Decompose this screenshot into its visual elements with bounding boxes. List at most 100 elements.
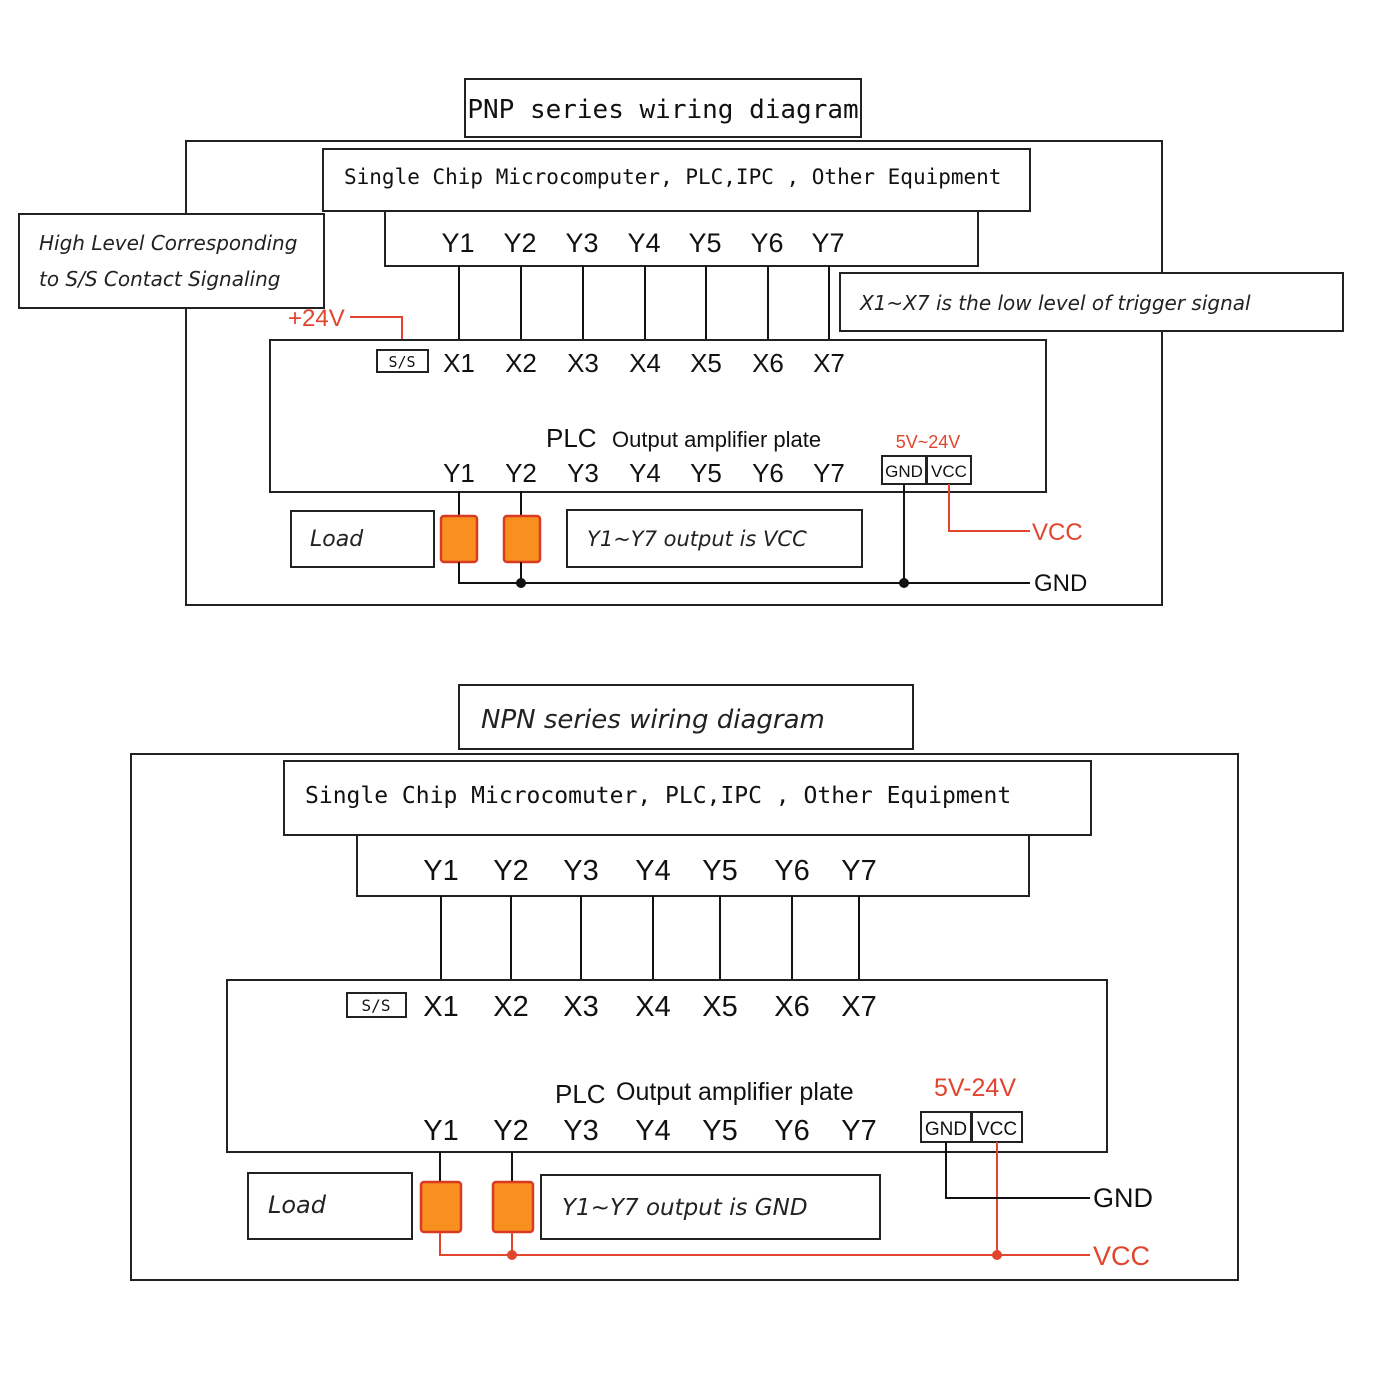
npn-title: NPN series wiring diagram bbox=[481, 705, 825, 735]
npn-gnd-line-label: GND bbox=[1093, 1183, 1153, 1213]
pnp-signal-wires bbox=[458, 266, 830, 341]
pnp-junction-1 bbox=[516, 578, 526, 588]
pnp-input-x1: X1 bbox=[443, 348, 475, 378]
pnp-vcc-wire bbox=[948, 484, 1030, 532]
pnp-trigger-note-box bbox=[839, 272, 1344, 332]
pnp-load-label-box bbox=[290, 510, 435, 568]
npn-output-note: Y1~Y7 output is GND bbox=[562, 1195, 808, 1221]
npn-input-x1: X1 bbox=[423, 991, 458, 1023]
npn-equipment-outputs-box bbox=[356, 834, 1030, 897]
npn-input-x6: X6 bbox=[774, 991, 809, 1023]
pnp-equipment-pin-y1: Y1 bbox=[441, 228, 474, 258]
npn-load-label-box bbox=[247, 1172, 413, 1240]
npn-plate-output-y7: Y7 bbox=[841, 1115, 876, 1147]
pnp-plate-output-y7: Y7 bbox=[813, 458, 845, 488]
pnp-equipment-pin-y2: Y2 bbox=[503, 228, 536, 258]
npn-equipment-pin-y6: Y6 bbox=[774, 855, 809, 887]
npn-input-x2: X2 bbox=[493, 991, 528, 1023]
npn-diagram: NPN series wiring diagram Single Chip Mi… bbox=[130, 684, 1239, 1281]
npn-equipment-label: Single Chip Microcomuter, PLC,IPC , Othe… bbox=[305, 783, 1011, 809]
npn-equipment-pin-y4: Y4 bbox=[635, 855, 670, 887]
pnp-plate-label: Output amplifier plate bbox=[612, 427, 821, 452]
pnp-output-note: Y1~Y7 output is VCC bbox=[587, 527, 807, 551]
npn-plate-output-y3: Y3 bbox=[563, 1115, 598, 1147]
npn-plate-output-y5: Y5 bbox=[702, 1115, 737, 1147]
npn-vcc-line-label: VCC bbox=[1093, 1241, 1150, 1271]
npn-equipment-pin-y7: Y7 bbox=[841, 855, 876, 887]
pnp-equipment-pin-y3: Y3 bbox=[565, 228, 598, 258]
npn-load-2 bbox=[491, 1180, 535, 1234]
npn-gnd-terminal-label: GND bbox=[925, 1119, 967, 1140]
pnp-equipment-box bbox=[322, 148, 1031, 212]
npn-plate-output-y1: Y1 bbox=[423, 1115, 458, 1147]
npn-plc-label: PLC bbox=[555, 1079, 606, 1109]
pnp-equipment-outputs-box bbox=[384, 210, 979, 267]
pnp-equipment-pin-y4: Y4 bbox=[627, 228, 660, 258]
pnp-gnd-line-label: GND bbox=[1034, 570, 1087, 597]
npn-junction-1 bbox=[507, 1250, 517, 1260]
pnp-equipment-output-pins: Y1 Y2 Y3 Y4 Y5 Y6 Y7 bbox=[441, 228, 844, 258]
npn-gnd-wire bbox=[945, 1142, 1090, 1199]
npn-input-x4: X4 bbox=[635, 991, 670, 1023]
pnp-trigger-note: X1~X7 is the low level of trigger signal bbox=[859, 291, 1251, 315]
pnp-output-note-box bbox=[566, 509, 863, 568]
pnp-plate-output-y5: Y5 bbox=[690, 458, 722, 488]
pnp-input-x6: X6 bbox=[752, 348, 784, 378]
pnp-plate-output-pins: Y1 Y2 Y3 Y4 Y5 Y6 Y7 bbox=[443, 458, 845, 488]
npn-equipment-box bbox=[283, 760, 1092, 836]
pnp-input-x2: X2 bbox=[505, 348, 537, 378]
npn-input-x7: X7 bbox=[841, 991, 876, 1023]
npn-junction-2 bbox=[992, 1250, 1002, 1260]
npn-input-pins: X1 X2 X3 X4 X5 X6 X7 bbox=[423, 991, 876, 1023]
npn-input-x3: X3 bbox=[563, 991, 598, 1023]
npn-equipment-pin-y2: Y2 bbox=[493, 855, 528, 887]
pnp-equipment-pin-y7: Y7 bbox=[811, 228, 844, 258]
pnp-equipment-label: Single Chip Microcomputer, PLC,IPC , Oth… bbox=[344, 165, 1001, 189]
npn-load-label: Load bbox=[268, 1191, 327, 1219]
pnp-load-1 bbox=[439, 514, 479, 564]
npn-signal-wires bbox=[440, 896, 860, 981]
npn-equipment-pin-y5: Y5 bbox=[702, 855, 737, 887]
pnp-vcc-line-label: VCC bbox=[1032, 519, 1083, 546]
pnp-high-level-note-line2: to S/S Contact Signaling bbox=[39, 267, 280, 291]
pnp-ss-terminal bbox=[376, 349, 429, 373]
npn-plate-output-y4: Y4 bbox=[635, 1115, 670, 1147]
npn-ss-terminal bbox=[346, 992, 407, 1018]
pnp-title: PNP series wiring diagram bbox=[467, 95, 858, 125]
npn-voltage-label: 5V-24V bbox=[934, 1074, 1016, 1102]
pnp-vcc-terminal-label: VCC bbox=[931, 462, 967, 481]
npn-equipment-pin-y3: Y3 bbox=[563, 855, 598, 887]
pnp-gnd-bus bbox=[458, 562, 1030, 584]
pnp-plate-output-y6: Y6 bbox=[752, 458, 784, 488]
npn-vcc-bus bbox=[439, 1232, 1090, 1256]
npn-equipment-pin-y1: Y1 bbox=[423, 855, 458, 887]
npn-title-box bbox=[458, 684, 914, 750]
npn-output-note-box bbox=[540, 1174, 881, 1240]
pnp-plate-output-y1: Y1 bbox=[443, 458, 475, 488]
pnp-plate-output-y3: Y3 bbox=[567, 458, 599, 488]
pnp-equipment-pin-y6: Y6 bbox=[750, 228, 783, 258]
pnp-ss-label: S/S bbox=[388, 353, 415, 371]
npn-input-x5: X5 bbox=[702, 991, 737, 1023]
npn-load-1 bbox=[419, 1180, 463, 1234]
npn-plate-label: Output amplifier plate bbox=[616, 1078, 854, 1106]
pnp-equipment-pin-y5: Y5 bbox=[688, 228, 721, 258]
pnp-gnd-terminal-label: GND bbox=[885, 462, 923, 481]
pnp-high-level-note-box bbox=[18, 213, 325, 309]
pnp-plate-output-y2: Y2 bbox=[505, 458, 537, 488]
pnp-plate-output-y4: Y4 bbox=[629, 458, 661, 488]
npn-plate-output-y2: Y2 bbox=[493, 1115, 528, 1147]
pnp-plc-label: PLC bbox=[546, 423, 597, 453]
pnp-input-x7: X7 bbox=[813, 348, 845, 378]
pnp-input-x3: X3 bbox=[567, 348, 599, 378]
pnp-diagram: PNP series wiring diagram Single Chip Mi… bbox=[18, 78, 1344, 606]
pnp-load-label: Load bbox=[310, 527, 364, 552]
pnp-voltage-label: 5V~24V bbox=[896, 432, 961, 452]
pnp-load-2 bbox=[502, 514, 542, 564]
pnp-plus24v-label: +24V bbox=[288, 305, 345, 332]
npn-equipment-output-pins: Y1 Y2 Y3 Y4 Y5 Y6 Y7 bbox=[423, 855, 876, 887]
pnp-high-level-note-line1: High Level Corresponding bbox=[39, 231, 297, 255]
